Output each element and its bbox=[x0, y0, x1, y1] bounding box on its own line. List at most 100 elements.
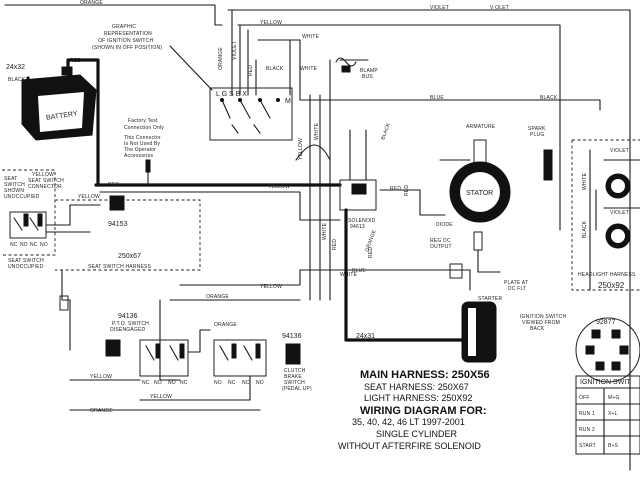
svg-text:The Operator: The Operator bbox=[124, 147, 156, 153]
svg-text:X+L: X+L bbox=[608, 411, 618, 417]
ignition-switch-view: IGNITION SWITCH VIEWED FROM BACK 92877 bbox=[520, 314, 640, 383]
part-92877: 92877 bbox=[596, 319, 616, 326]
wire-24x31: 24x31 bbox=[356, 333, 375, 340]
svg-text:(SHOWN IN OFF POSITION): (SHOWN IN OFF POSITION) bbox=[92, 45, 162, 51]
svg-text:YELLOW: YELLOW bbox=[32, 172, 54, 178]
orange-top-label: ORANGE bbox=[80, 0, 103, 6]
svg-text:Factory Test: Factory Test bbox=[128, 118, 158, 124]
violet-top2-label: V OLET bbox=[490, 5, 509, 11]
wiring-for-title: WIRING DIAGRAM FOR: bbox=[360, 405, 486, 417]
svg-text:IGNITION SWITCH: IGNITION SWITCH bbox=[520, 314, 567, 320]
regulator-label-1: REG DC bbox=[430, 238, 451, 244]
battery-label: BATTERY bbox=[46, 111, 79, 122]
yellow-mid-label: YELLOW bbox=[268, 184, 290, 190]
seat-switch-caption-1: SEAT SWITCH bbox=[8, 258, 44, 264]
svg-text:94613: 94613 bbox=[350, 224, 365, 230]
violet-top-label: VIOLET bbox=[430, 5, 449, 11]
white-right-label: WHITE bbox=[582, 172, 588, 190]
svg-text:NO: NO bbox=[256, 380, 264, 386]
black-mid-label: BLACK bbox=[540, 95, 558, 101]
factory-test-connector: Factory Test Connection Only This Connec… bbox=[124, 118, 164, 187]
blue-mid-label: BLUE bbox=[352, 268, 366, 274]
svg-text:NO: NO bbox=[168, 380, 176, 386]
svg-text:94136: 94136 bbox=[282, 333, 302, 340]
yellow-vert-label: YELLOW bbox=[298, 138, 304, 160]
stator-label: STATOR bbox=[466, 190, 493, 197]
yellow-lower-label: YELLOW bbox=[150, 394, 172, 400]
svg-text:BUS: BUS bbox=[362, 74, 373, 80]
svg-text:SHOWN: SHOWN bbox=[4, 188, 24, 194]
orange-mid-label: ORANGE bbox=[206, 294, 229, 300]
svg-text:NO: NO bbox=[40, 242, 48, 248]
black-top-label: BLACK bbox=[266, 66, 284, 72]
top-wires bbox=[4, 4, 631, 471]
svg-text:OFF: OFF bbox=[579, 395, 590, 401]
svg-text:OF IGNITION SWITCH: OF IGNITION SWITCH bbox=[98, 38, 153, 44]
cylinder-title: SINGLE CYLINDER bbox=[376, 429, 458, 439]
svg-text:NC: NC bbox=[30, 242, 38, 248]
black-right2-label: BLACK bbox=[582, 220, 588, 238]
switch-terminals: L G S B X bbox=[216, 91, 247, 98]
svg-text:NO: NO bbox=[154, 380, 162, 386]
yellow-left-label: YELLOW bbox=[78, 194, 100, 200]
white-lower-label: WHITE bbox=[322, 222, 328, 240]
seat-switch-caption-2: UNOCCUPIED bbox=[8, 264, 44, 270]
mid-wires: RED YELLOW YELLOW WHITE WHITE RED ORANGE… bbox=[99, 59, 471, 381]
yellow-bottom-label: YELLOW bbox=[90, 374, 112, 380]
svg-text:RUN 1: RUN 1 bbox=[579, 411, 595, 417]
spark-plug-label-2: PLUG bbox=[530, 132, 544, 138]
blue-top-label: BLUE bbox=[430, 95, 444, 101]
svg-text:DISENGAGED: DISENGAGED bbox=[110, 327, 146, 333]
solenoid: SOLENOID 94613 BLACK RED BLUE 24x31 bbox=[339, 122, 472, 342]
svg-text:Connection Only: Connection Only bbox=[124, 125, 164, 131]
seat-switch-connector-text: YELLOW SEAT SWITCH CONNECTOR bbox=[28, 172, 64, 190]
orange-bottom-label: ORANGE bbox=[90, 408, 113, 414]
seat-switch-shown-text: SEAT SWITCH SHOWN UNOCCUPIED bbox=[4, 176, 40, 200]
stator-assembly: ARMATURE SPARK PLUG STATOR DIODE REG DC … bbox=[430, 124, 553, 292]
models-title: 35, 40, 42, 46 LT 1997-2001 bbox=[352, 417, 465, 427]
seat-harness-label: SEAT SWITCH HARNESS bbox=[88, 264, 152, 270]
svg-text:NC: NC bbox=[180, 380, 188, 386]
svg-text:B+S: B+S bbox=[608, 443, 619, 449]
white-mid-label: WHITE bbox=[300, 66, 318, 72]
red-right-label: RED bbox=[404, 185, 410, 196]
seat-harness-title: SEAT HARNESS: 250X67 bbox=[364, 382, 469, 392]
svg-text:NO: NO bbox=[214, 380, 222, 386]
starter-body bbox=[461, 301, 497, 363]
regulator-label-2: OUTPUT bbox=[430, 244, 452, 250]
switch-m-terminal: M bbox=[285, 98, 291, 105]
ignition-graphic-note: GRAPHIC REPRESENTATION OF IGNITION SWITC… bbox=[92, 24, 162, 51]
red-lower-label: RED bbox=[332, 239, 338, 250]
svg-text:NO: NO bbox=[20, 242, 28, 248]
svg-text:UNOCCUPIED: UNOCCUPIED bbox=[4, 194, 40, 200]
orange-vert-label: ORANGE bbox=[218, 47, 224, 70]
svg-text:BACK: BACK bbox=[530, 326, 545, 332]
svg-text:M+G: M+G bbox=[608, 395, 620, 401]
svg-text:CLUTCH: CLUTCH bbox=[284, 368, 306, 374]
red-vert-label: RED bbox=[248, 65, 254, 76]
svg-text:SEAT SWITCH: SEAT SWITCH bbox=[28, 178, 64, 184]
battery-black-label: BLACK bbox=[8, 77, 26, 83]
violet-right-label: VIOLET bbox=[610, 148, 629, 154]
clutch-brake-body bbox=[213, 339, 267, 377]
violet-vert-label: VIOLET bbox=[232, 41, 238, 60]
svg-text:This Connector: This Connector bbox=[124, 135, 161, 141]
orange-low-label: ORANGE bbox=[214, 322, 237, 328]
headlight-harness-label: HEADLIGHT HARNESS bbox=[578, 272, 636, 278]
violet-right2-label: VIOLET bbox=[610, 210, 629, 216]
svg-text:NC: NC bbox=[142, 380, 150, 386]
title-block: MAIN HARNESS: 250X56 SEAT HARNESS: 250X6… bbox=[338, 369, 490, 451]
plate-label-2: DC FLT bbox=[508, 286, 526, 292]
svg-text:GRAPHIC: GRAPHIC bbox=[112, 24, 136, 30]
svg-text:Is Not Used By: Is Not Used By bbox=[124, 141, 160, 147]
svg-text:START: START bbox=[579, 443, 596, 449]
svg-text:NC: NC bbox=[10, 242, 18, 248]
white-vert-label: WHITE bbox=[314, 122, 320, 140]
red-mid-label: RED bbox=[390, 186, 401, 192]
diode-label: DIODE bbox=[436, 222, 453, 228]
headlight-harness: VIOLET VIOLET WHITE BLACK HEADLIGHT HARN… bbox=[571, 139, 640, 291]
headlight-harness-part: 250x92 bbox=[598, 281, 625, 290]
clutch-brake-switch: ORANGE NO NC NC NO 94136 CLUTCH BRAKE SW… bbox=[213, 322, 312, 392]
svg-text:SWITCH: SWITCH bbox=[284, 380, 305, 386]
